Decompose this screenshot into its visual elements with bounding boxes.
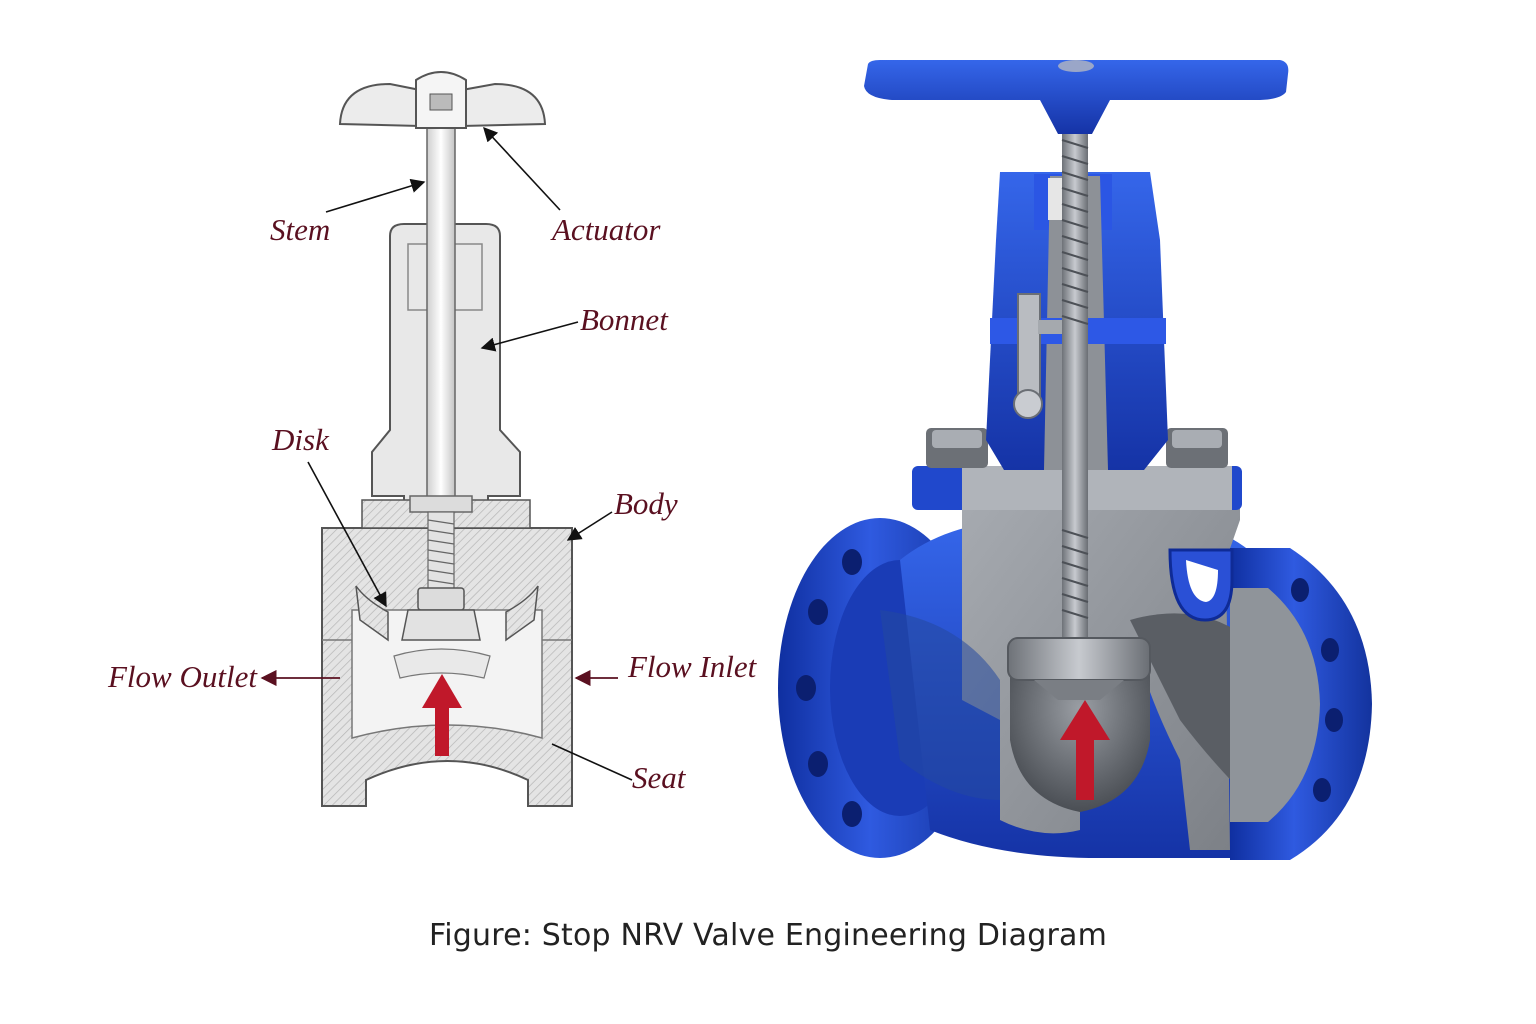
leader-lines xyxy=(307,126,633,781)
hex-nut-left xyxy=(926,428,988,468)
drawing-flow-arrow xyxy=(422,674,462,756)
label-bonnet: Bonnet xyxy=(580,302,668,337)
valve-stem xyxy=(1061,120,1089,640)
label-flow-inlet: Flow Inlet xyxy=(628,649,757,684)
figure-caption: Figure: Stop NRV Valve Engineering Diagr… xyxy=(428,918,1108,953)
valve-disk xyxy=(1007,637,1151,700)
label-stem: Stem xyxy=(270,212,331,247)
drawing-actuator xyxy=(338,71,547,129)
label-actuator: Actuator xyxy=(552,212,661,247)
hand-wheel xyxy=(864,60,1289,134)
label-seat: Seat xyxy=(632,760,686,795)
label-flow-outlet: Flow Outlet xyxy=(108,659,257,694)
label-body: Body xyxy=(614,486,678,521)
cutaway-flow-arrow xyxy=(1060,700,1110,800)
gland-lock xyxy=(1013,293,1062,419)
hex-nut-right xyxy=(1166,428,1228,468)
label-disk: Disk xyxy=(272,422,329,457)
